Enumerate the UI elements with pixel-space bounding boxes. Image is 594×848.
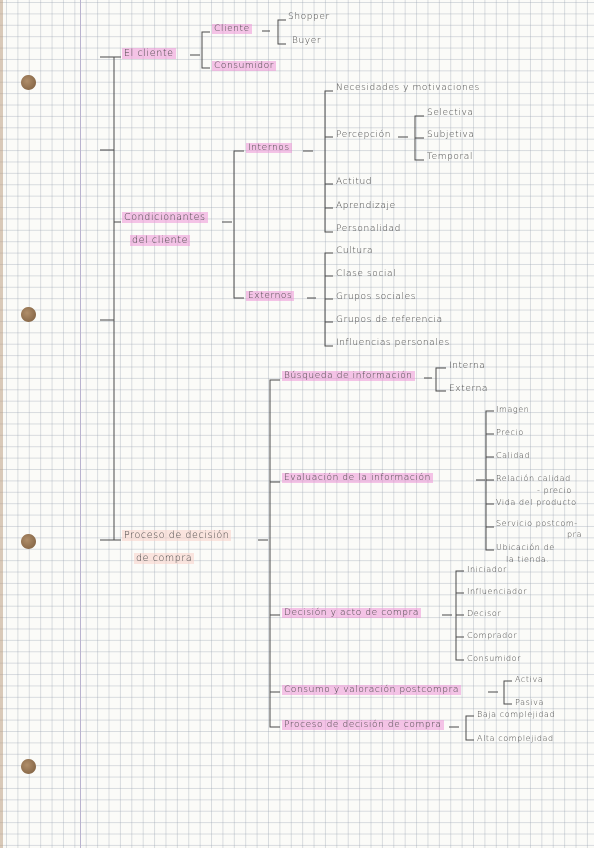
node-selectiva: Selectiva bbox=[427, 108, 474, 118]
punch-hole-4 bbox=[21, 759, 36, 774]
node-cultura: Cultura bbox=[336, 246, 374, 256]
punch-hole-3 bbox=[21, 534, 36, 549]
node-decisor: Decisor bbox=[467, 609, 502, 618]
node-clase-social: Clase social bbox=[336, 269, 397, 279]
node-decision: Decisión y acto de compra bbox=[282, 608, 421, 618]
node-cliente: Cliente bbox=[212, 24, 252, 34]
node-influencias: Influencias personales bbox=[336, 338, 450, 348]
node-evaluacion: Evaluación de la información bbox=[282, 473, 433, 483]
node-consumidor-2: Consumidor bbox=[467, 654, 522, 663]
node-alta: Alta complejidad bbox=[477, 734, 554, 743]
node-grupos-sociales: Grupos sociales bbox=[336, 292, 417, 302]
node-buyer: Buyer bbox=[292, 36, 322, 46]
margin-line bbox=[80, 0, 81, 848]
node-pasiva: Pasiva bbox=[515, 698, 544, 707]
paper-edge bbox=[0, 0, 3, 848]
node-grupos-referencia: Grupos de referencia bbox=[336, 315, 443, 325]
node-externos: Externos bbox=[246, 291, 295, 301]
node-influenciador: Influenciador bbox=[467, 587, 528, 596]
node-proceso-line1: Proceso de decisión bbox=[122, 530, 232, 541]
node-actitud: Actitud bbox=[336, 177, 373, 187]
node-temporal: Temporal bbox=[427, 152, 474, 162]
node-consumidor: Consumidor bbox=[212, 61, 277, 71]
node-activa: Activa bbox=[515, 675, 544, 684]
node-ubicacion-line1: Ubicación de bbox=[496, 543, 555, 552]
node-baja: Baja complejidad bbox=[477, 710, 556, 719]
node-calidad: Calidad bbox=[496, 451, 531, 460]
node-servicio-line2: pra bbox=[567, 530, 583, 539]
node-iniciador: Iniciador bbox=[467, 565, 507, 574]
node-aprendizaje: Aprendizaje bbox=[336, 201, 396, 211]
node-relacion-line2: - precio bbox=[537, 486, 572, 495]
node-condicionantes-line2: del cliente bbox=[130, 235, 191, 246]
node-imagen: Imagen bbox=[496, 405, 530, 414]
node-el-cliente: El cliente bbox=[122, 48, 176, 59]
node-externa: Externa bbox=[449, 384, 489, 394]
node-ubicacion-line2: la tienda. bbox=[506, 555, 550, 564]
node-internos: Internos bbox=[246, 143, 292, 153]
node-interna: Interna bbox=[449, 361, 486, 371]
node-precio: Precio bbox=[496, 428, 524, 437]
node-subjetiva: Subjetiva bbox=[427, 130, 475, 140]
node-percepcion: Percepción bbox=[336, 130, 392, 140]
node-servicio-line1: Servicio postcom- bbox=[496, 519, 578, 528]
node-shopper: Shopper bbox=[288, 12, 330, 22]
node-relacion-line1: Relación calidad bbox=[496, 474, 571, 483]
node-necesidades: Necesidades y motivaciones bbox=[336, 83, 480, 93]
node-condicionantes-line1: Condicionantes bbox=[122, 212, 208, 223]
node-comprador: Comprador bbox=[467, 631, 518, 640]
node-busqueda: Búsqueda de información bbox=[282, 371, 415, 381]
node-proceso-line2: de compra bbox=[134, 553, 195, 564]
node-tipos: Proceso de decisión de compra bbox=[282, 720, 444, 730]
punch-hole-2 bbox=[21, 307, 36, 322]
node-vida: Vida del producto bbox=[496, 498, 577, 507]
node-consumo: Consumo y valoración postcompra bbox=[282, 685, 461, 695]
punch-hole-1 bbox=[21, 75, 36, 90]
node-personalidad: Personalidad bbox=[336, 224, 401, 234]
